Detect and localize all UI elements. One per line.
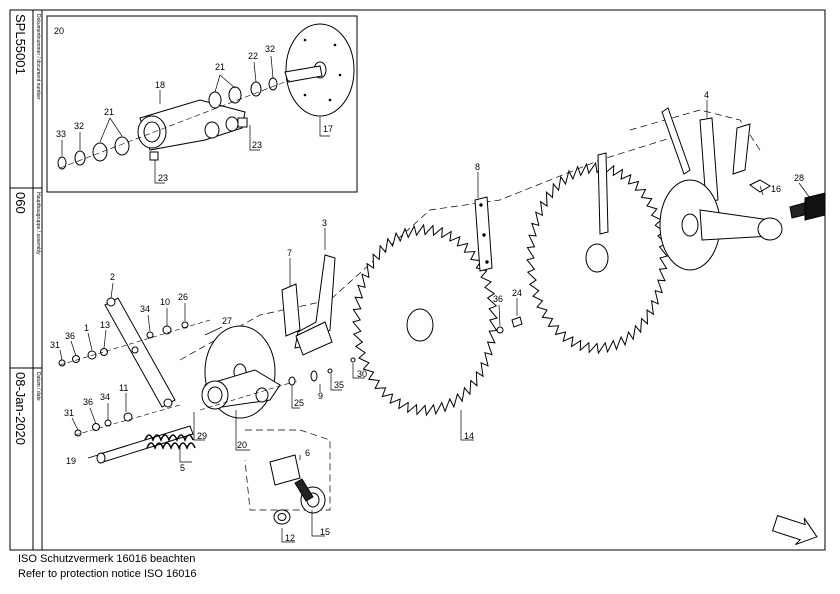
part-3-arm bbox=[294, 254, 336, 356]
callout-36c: 36 bbox=[493, 294, 503, 304]
callout-3: 3 bbox=[322, 218, 327, 228]
assembly-number: 060 bbox=[13, 192, 28, 214]
direction-arrow bbox=[771, 514, 818, 546]
inset-frame bbox=[46, 15, 358, 193]
callout-36b: 36 bbox=[83, 397, 93, 407]
date-label: Datum / date bbox=[35, 372, 41, 401]
callout-27: 27 bbox=[222, 316, 232, 326]
document-number: SPL55001 bbox=[13, 14, 28, 75]
callout-8: 8 bbox=[475, 162, 480, 172]
inset-callout-23a: 23 bbox=[252, 140, 262, 150]
inset-title: 20 bbox=[54, 26, 64, 36]
inset-nut-23b bbox=[237, 117, 248, 128]
document-date: 08-Jan-2020 bbox=[13, 372, 28, 445]
callout-20: 20 bbox=[237, 440, 247, 450]
callout-28: 28 bbox=[794, 173, 804, 183]
callout-7: 7 bbox=[287, 248, 292, 258]
inset-disc-17 bbox=[284, 23, 355, 117]
callout-30: 30 bbox=[357, 369, 367, 379]
inset-washer-d bbox=[228, 86, 242, 104]
inset-leaders bbox=[61, 55, 330, 184]
inset-ring-33 bbox=[57, 156, 67, 170]
washer-stack-lower bbox=[74, 404, 181, 437]
document-number-label: Dokumentnummer / document number bbox=[35, 14, 41, 100]
assembly-label: Hauptbaugruppe / assembly bbox=[35, 192, 41, 255]
callout-11: 11 bbox=[119, 383, 128, 393]
inset-callout-23b: 23 bbox=[158, 173, 168, 183]
part-5-spring bbox=[144, 434, 196, 451]
drawing-frame bbox=[9, 9, 826, 551]
inset-detail-20: 20 bbox=[46, 15, 358, 193]
bolts-36-24 bbox=[496, 316, 523, 334]
main-exploded-view bbox=[58, 100, 826, 546]
second-notched-disc bbox=[526, 152, 668, 355]
part-2-link bbox=[104, 297, 176, 408]
small-hardware bbox=[288, 357, 356, 386]
callout-14: 14 bbox=[464, 431, 474, 441]
inset-washer-22 bbox=[250, 81, 262, 97]
callout-26: 26 bbox=[178, 292, 188, 302]
part-16-28-hardware bbox=[749, 179, 826, 221]
callout-6: 6 bbox=[305, 448, 310, 458]
protection-notice-en: Refer to protection notice ISO 16016 bbox=[18, 568, 197, 580]
inset-ring-32b bbox=[268, 77, 278, 91]
inset-washer-c bbox=[208, 91, 222, 109]
part-4-bracket bbox=[661, 107, 751, 203]
callout-36a: 36 bbox=[65, 331, 75, 341]
part-15-collar bbox=[294, 478, 326, 514]
inset-callout-21b: 21 bbox=[215, 62, 225, 72]
part-14-notched-disc bbox=[352, 223, 498, 417]
callout-1: 1 bbox=[84, 323, 89, 333]
inset-callout-32a: 32 bbox=[265, 44, 275, 54]
inset-callout-22: 22 bbox=[248, 51, 258, 61]
inset-callout-33: 33 bbox=[56, 129, 66, 139]
callout-16: 16 bbox=[771, 184, 781, 194]
callout-31a: 31 bbox=[50, 340, 60, 350]
callout-5: 5 bbox=[180, 463, 185, 473]
callout-9: 9 bbox=[318, 391, 323, 401]
inset-washer-a bbox=[92, 142, 108, 162]
callout-25: 25 bbox=[294, 398, 304, 408]
inset-callout-32b: 32 bbox=[74, 121, 84, 131]
inset-callout-17: 17 bbox=[323, 124, 333, 134]
protection-notice-de: ISO Schutzvermerk 16016 beachten bbox=[18, 553, 196, 565]
callout-29: 29 bbox=[197, 431, 207, 441]
part-7-bracket bbox=[281, 283, 301, 337]
callout-4: 4 bbox=[704, 90, 709, 100]
callout-13: 13 bbox=[100, 320, 110, 330]
right-hub-disc bbox=[659, 179, 783, 271]
inset-callout-18: 18 bbox=[155, 80, 165, 90]
part-20-arm-assembly bbox=[199, 325, 301, 419]
callout-12: 12 bbox=[285, 533, 295, 543]
callout-35: 35 bbox=[334, 380, 344, 390]
callout-34b: 34 bbox=[100, 392, 110, 402]
part-6-plate bbox=[269, 454, 301, 486]
part-8-strip bbox=[474, 196, 493, 272]
callout-34a: 34 bbox=[140, 304, 150, 314]
inset-washer-b bbox=[114, 136, 130, 156]
callout-24: 24 bbox=[512, 288, 522, 298]
washer-stack-upper bbox=[58, 319, 211, 367]
part-12-bushing bbox=[273, 509, 291, 525]
inset-ring-32a bbox=[74, 150, 86, 166]
callout-15: 15 bbox=[320, 527, 330, 537]
callout-10: 10 bbox=[160, 297, 170, 307]
callout-2: 2 bbox=[110, 272, 115, 282]
inset-arm-18 bbox=[137, 99, 246, 151]
inset-nut-23a bbox=[149, 151, 159, 161]
callout-leaders bbox=[59, 100, 811, 543]
part-19-pin bbox=[96, 425, 194, 464]
inset-callout-21a: 21 bbox=[104, 107, 114, 117]
callout-31b: 31 bbox=[64, 408, 74, 418]
callout-19: 19 bbox=[66, 456, 76, 466]
callout-labels: 1 2 3 4 5 6 7 8 9 10 11 12 13 14 15 16 1… bbox=[50, 90, 804, 543]
